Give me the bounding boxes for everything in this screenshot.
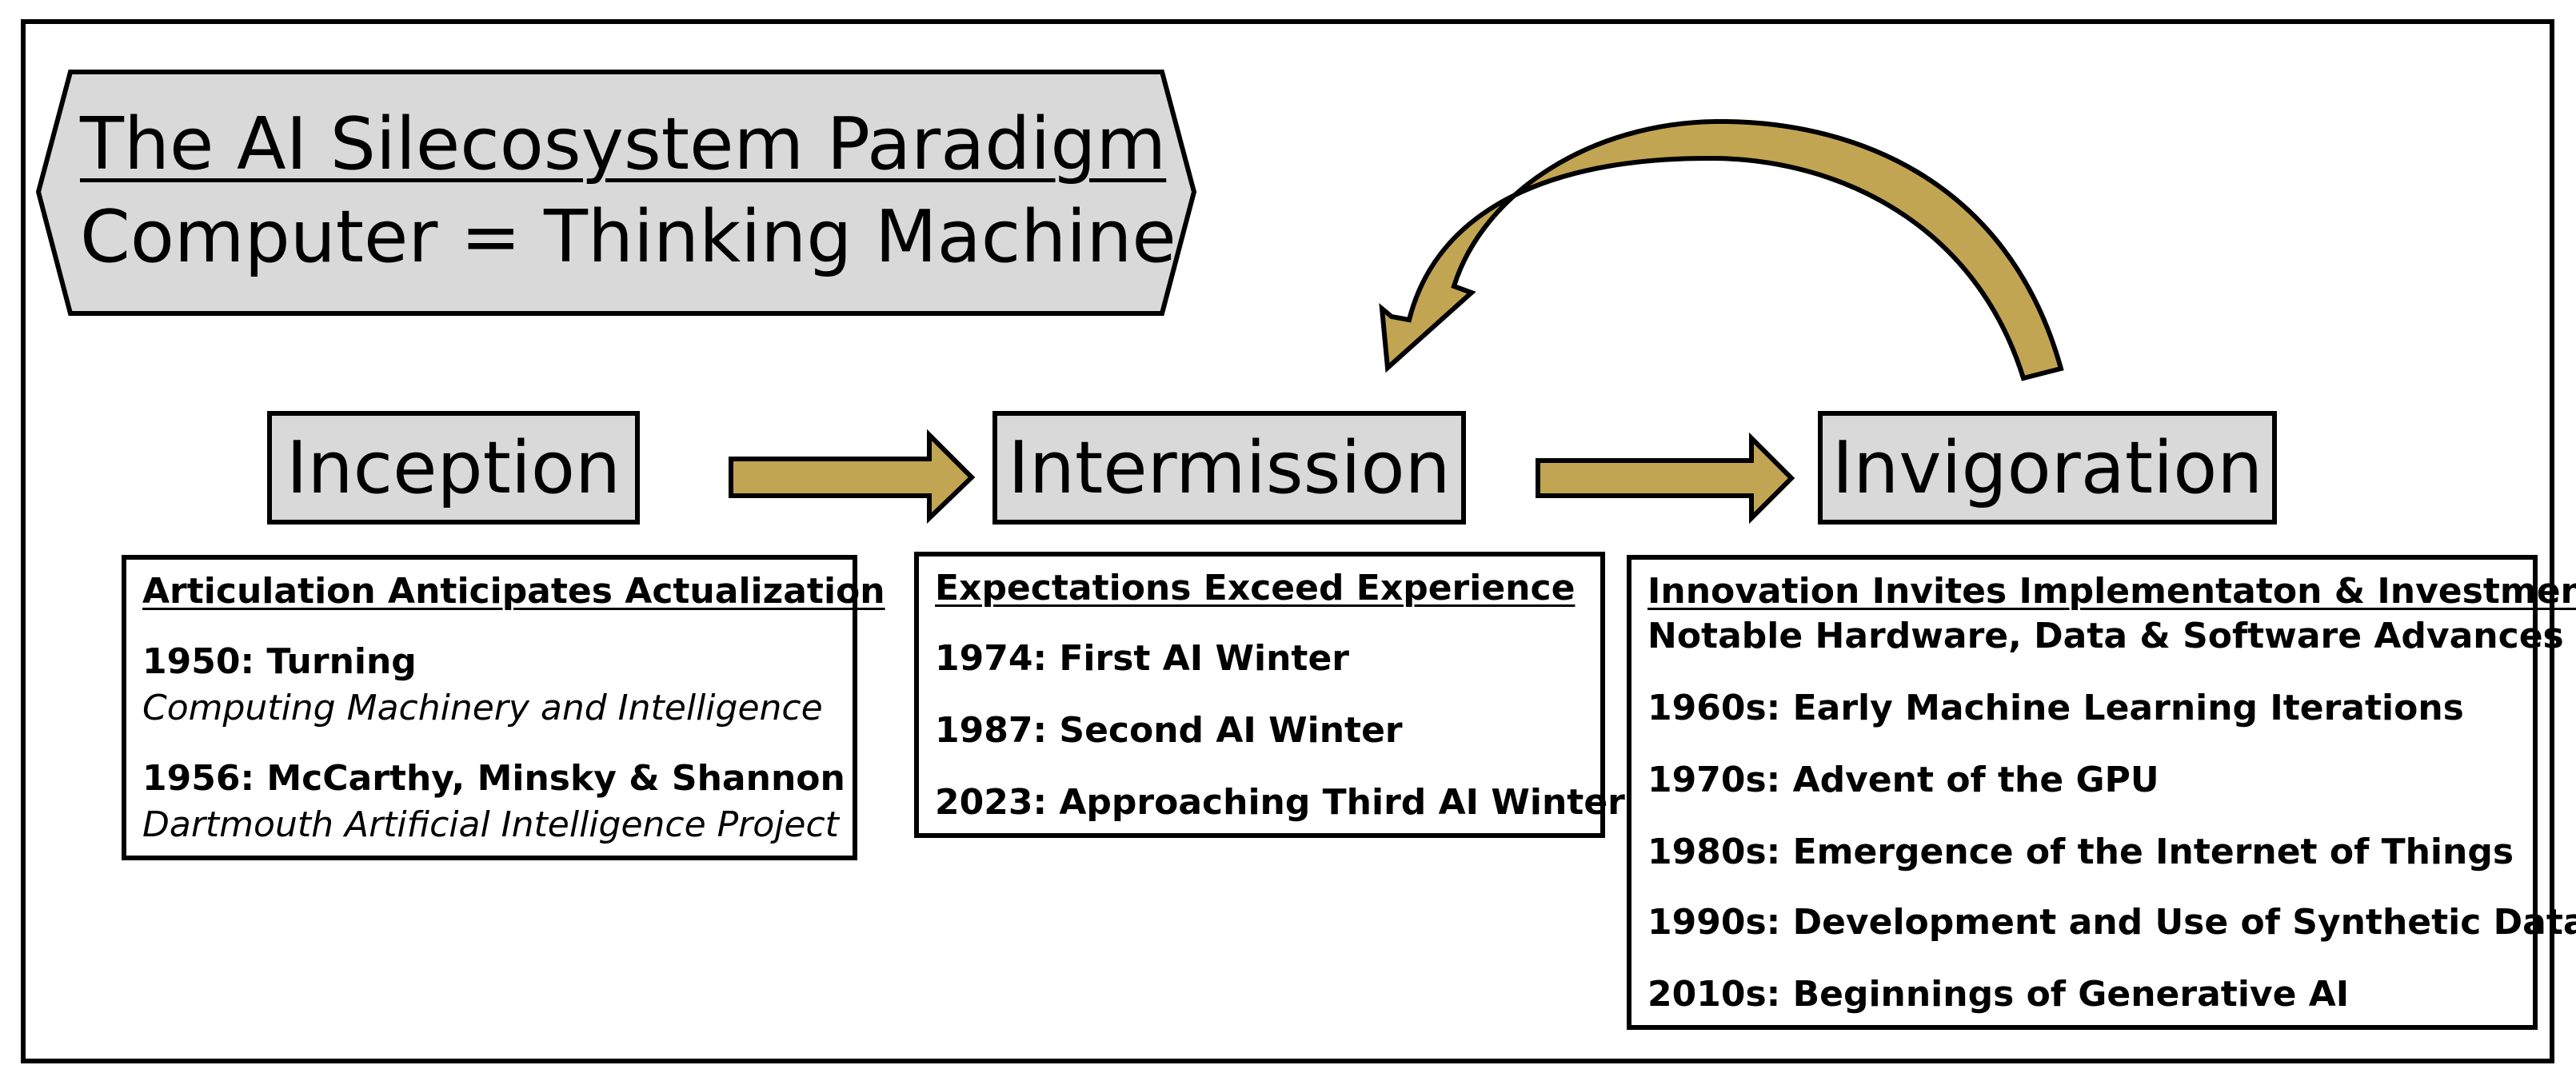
- invigoration-item: 1990s: Development and Use of Synthetic …: [1647, 902, 2576, 943]
- invigoration-item: 1970s: Advent of the GPU: [1647, 760, 2159, 800]
- inception-heading: Articulation Anticipates Actualization: [142, 571, 885, 612]
- inception-item-label: 1950: Turning: [142, 641, 417, 682]
- invigoration-heading: Innovation Invites Implementaton & Inves…: [1647, 571, 2576, 612]
- diagram-subtitle: Computer = Thinking Machine: [80, 195, 1176, 279]
- intermission-item: 1987: Second AI Winter: [935, 710, 1403, 751]
- inception-item-label: 1956: McCarthy, Minsky & Shannon: [142, 758, 845, 799]
- invigoration-box: Innovation Invites Implementaton & Inves…: [1627, 555, 2576, 1030]
- inception-item-sub: Dartmouth Artificial Intelligence Projec…: [142, 804, 839, 845]
- inception-box: Articulation Anticipates Actualization 1…: [122, 555, 885, 860]
- intermission-heading: Expectations Exceed Experience: [935, 568, 1576, 608]
- stage-invigoration: Invigoration: [1818, 411, 2277, 525]
- intermission-box: Expectations Exceed Experience 1974: Fir…: [914, 552, 1645, 838]
- curved-arrow-invigoration-to-intermission: [1379, 118, 2064, 381]
- invigoration-subheading: Notable Hardware, Data & Software Advanc…: [1647, 616, 2564, 656]
- stage-inception: Inception: [267, 411, 640, 525]
- intermission-item: 1974: First AI Winter: [935, 638, 1350, 679]
- title-banner: [35, 70, 1197, 316]
- diagram-title: The AI Silecosystem Paradigm: [80, 102, 1167, 186]
- invigoration-item: 1960s: Early Machine Learning Iterations: [1647, 688, 2464, 728]
- inception-item-sub: Computing Machinery and Intelligence: [142, 688, 823, 728]
- invigoration-item: 1980s: Emergence of the Internet of Thin…: [1647, 832, 2514, 872]
- arrow-inception-to-intermission: [729, 429, 976, 525]
- invigoration-item: 2010s: Beginnings of Generative AI: [1647, 974, 2350, 1015]
- stage-intermission: Intermission: [992, 411, 1466, 525]
- arrow-intermission-to-invigoration: [1536, 432, 1795, 525]
- intermission-item: 2023: Approaching Third AI Winter?: [935, 782, 1646, 823]
